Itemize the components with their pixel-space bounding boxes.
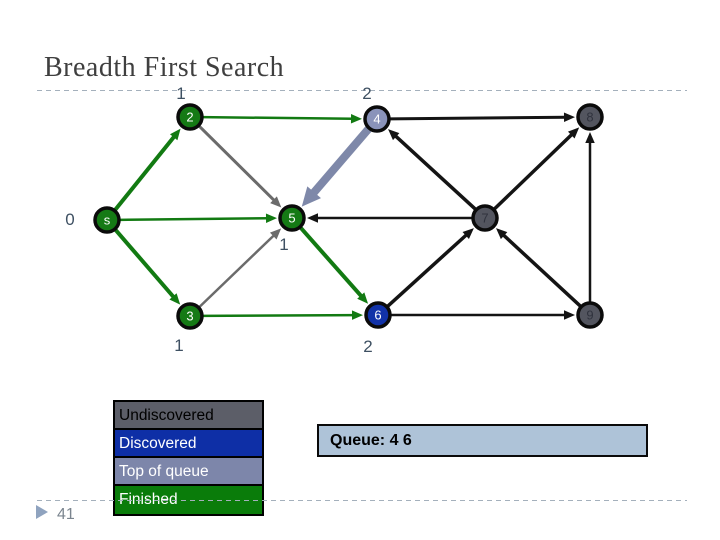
graph-edge-4-5	[301, 126, 372, 207]
title-divider	[37, 90, 687, 91]
page-number: 41	[57, 506, 75, 523]
distance-label: 1	[174, 336, 183, 355]
svg-text:5: 5	[288, 211, 295, 226]
graph-edge-5-6	[299, 226, 369, 304]
svg-text:9: 9	[586, 308, 593, 323]
graph-node-9: 9	[576, 301, 604, 329]
graph-node-4: 4	[363, 105, 391, 133]
graph-edge-7-8	[493, 127, 580, 211]
graph-edge-9-8	[585, 132, 595, 302]
graph-edge-2-4	[202, 113, 363, 124]
svg-text:s: s	[104, 213, 111, 228]
distance-label: 0	[65, 210, 74, 229]
queue-box: Queue: 4 6	[317, 424, 648, 457]
distance-label: 1	[176, 84, 185, 103]
graph-nodes: s 2 4 8 5 7 3 6 9	[93, 103, 604, 330]
graph-edge-9-7	[496, 228, 582, 308]
graph-edge-3-5	[198, 228, 282, 308]
svg-text:2: 2	[186, 110, 193, 125]
legend-row-top-of-queue: Top of queue	[115, 458, 262, 486]
svg-text:3: 3	[186, 309, 193, 324]
graph-node-3: 3	[176, 302, 204, 330]
distance-label: 2	[363, 337, 372, 356]
svg-text:8: 8	[586, 110, 593, 125]
graph-edge-s-5	[119, 213, 278, 224]
svg-text:7: 7	[481, 211, 488, 226]
graph-edge-7-4	[388, 129, 477, 211]
svg-text:4: 4	[373, 112, 380, 127]
distance-label: 1	[279, 235, 288, 254]
page-title: Breadth First Search	[44, 52, 285, 83]
graph-node-5: 5	[278, 204, 306, 232]
graph-node-s: s	[93, 206, 121, 234]
svg-text:6: 6	[374, 308, 381, 323]
graph-edge-3-6	[202, 310, 364, 320]
graph-edge-4-8	[389, 112, 576, 122]
queue-text: Queue: 4 6	[330, 432, 412, 449]
legend-row-discovered: Discovered	[115, 430, 262, 458]
slide-bullet-icon	[36, 505, 48, 519]
graph-edge-s-3	[113, 228, 181, 305]
legend-row-undiscovered: Undiscovered	[115, 402, 262, 430]
graph-edge-6-9	[391, 310, 575, 320]
footer-divider	[37, 500, 687, 501]
graph-node-8: 8	[576, 103, 604, 131]
graph-node-6: 6	[364, 301, 392, 329]
graph-edge-s-2	[113, 128, 181, 212]
graph-edge-6-7	[386, 228, 474, 308]
graph-edges	[113, 112, 595, 320]
graph-node-2: 2	[176, 103, 204, 131]
graph-edge-7-5	[307, 213, 472, 223]
graph-edge-2-5	[198, 125, 282, 208]
distance-label: 2	[362, 84, 371, 103]
graph-node-7: 7	[471, 204, 499, 232]
